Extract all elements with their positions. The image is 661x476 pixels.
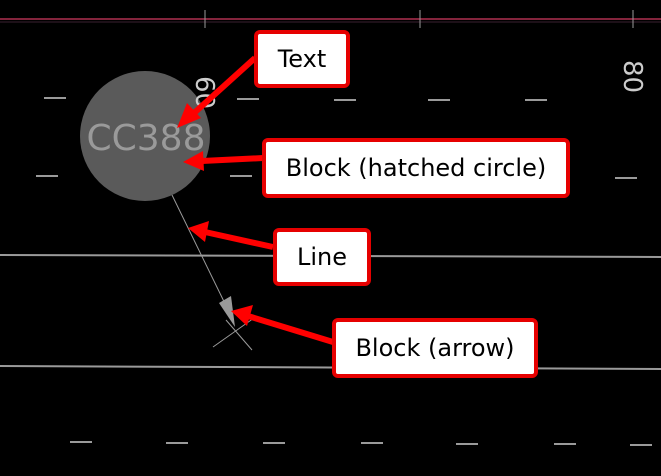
road-edge-line [0,365,661,370]
station-label-80: 80 [617,60,647,93]
callout-arrow-block: Block (arrow) [332,318,538,378]
arrow-block [219,296,235,327]
arrow-callout-arrowhead [231,305,253,326]
dashed-lane-line [44,97,547,101]
text-callout-arrowhead [177,103,201,128]
callout-line: Line [273,228,371,286]
hatched-circle-block [80,71,210,201]
dashed-lane-line [36,175,637,179]
dashed-lane-line [70,441,652,446]
line-callout-arrow [204,229,274,250]
callout-text: Text [254,30,350,88]
circle-label-text: CC388 [87,118,206,159]
callout-hatched-circle: Block (hatched circle) [262,138,570,198]
arrow-callout-arrow [247,313,334,345]
annotation-arrows [177,55,334,345]
circle-callout-arrow [201,155,264,164]
text-callout-arrow [190,55,258,117]
circle-callout-arrowhead [183,151,204,171]
line-callout-arrowhead [188,221,209,242]
leader-line [171,194,234,321]
